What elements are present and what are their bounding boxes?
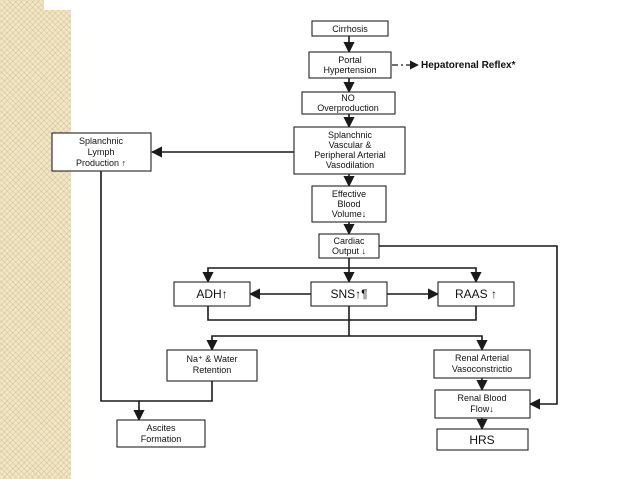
edges xyxy=(100,36,558,431)
node-label-line: Peripheral Arterial xyxy=(314,150,386,160)
node-label-line: Overproduction xyxy=(317,103,379,113)
node-label-line: Cardiac xyxy=(333,236,365,246)
node-label-line: Flow↓ xyxy=(470,404,494,414)
node-label-line: Na⁺ & Water xyxy=(187,354,238,364)
node-label-line: Output ↓ xyxy=(332,246,366,256)
node-label-line: Retention xyxy=(193,365,232,375)
node-label-line: Production ↑ xyxy=(76,158,126,168)
node-label-line: Effective xyxy=(332,189,366,199)
edge-adh-down xyxy=(207,306,477,321)
node-hrs: HRS xyxy=(436,428,529,451)
decorative-side-strip xyxy=(0,0,71,479)
node-label-line: SNS↑¶ xyxy=(330,287,367,301)
node-label-line: Vascular & xyxy=(329,140,372,150)
node-label-line: ADH↑ xyxy=(196,287,227,301)
strip-notch xyxy=(44,0,71,10)
node-label-line: HRS xyxy=(469,433,494,447)
node-label-line: Lymph xyxy=(88,147,115,157)
node-label-line: Formation xyxy=(141,434,182,444)
edge-na-water-to-ascites xyxy=(139,381,213,402)
node-sns: SNS↑¶ xyxy=(310,281,388,307)
edge-output-to-adh xyxy=(202,267,349,284)
node-label: RAAS ↑ xyxy=(455,287,497,301)
edge-lymph-to-ascites xyxy=(100,171,145,422)
node-label: ADH↑ xyxy=(196,287,227,301)
edge-output-to-raas xyxy=(349,267,482,284)
node-raas: RAAS ↑ xyxy=(437,281,515,307)
node-label-line: Splanchnic xyxy=(328,130,373,140)
edge-output-to-flow xyxy=(379,245,558,410)
node-label-line: Hypertension xyxy=(323,65,376,75)
node-label-line: Vasoconstrictio xyxy=(452,364,512,374)
node-label-line: Cirrhosis xyxy=(332,24,368,34)
edge-to-renal-arterial xyxy=(349,335,488,352)
node-label-line: Vasodilation xyxy=(326,160,374,170)
node-label-line: NO xyxy=(341,93,355,103)
node-label-line: Blood xyxy=(337,199,360,209)
node-label-line: Portal xyxy=(338,55,362,65)
node-label-line: Renal Blood xyxy=(457,393,506,403)
hepatorenal-reflex-label: Hepatorenal Reflex* xyxy=(421,60,516,71)
node-label-line: Renal Arterial xyxy=(455,353,509,363)
node-label: Cirrhosis xyxy=(332,24,368,34)
node-label-line: RAAS ↑ xyxy=(455,287,497,301)
node-label-line: Volume↓ xyxy=(332,209,367,219)
node-label-line: Ascites xyxy=(146,423,176,433)
node-label: HRS xyxy=(469,433,494,447)
node-cirrhosis: Cirrhosis xyxy=(311,20,389,37)
node-label-line: Splanchnic xyxy=(79,136,124,146)
edge-to-na-water xyxy=(206,335,349,352)
node-adh: ADH↑ xyxy=(173,281,251,307)
node-label: SNS↑¶ xyxy=(330,287,367,301)
